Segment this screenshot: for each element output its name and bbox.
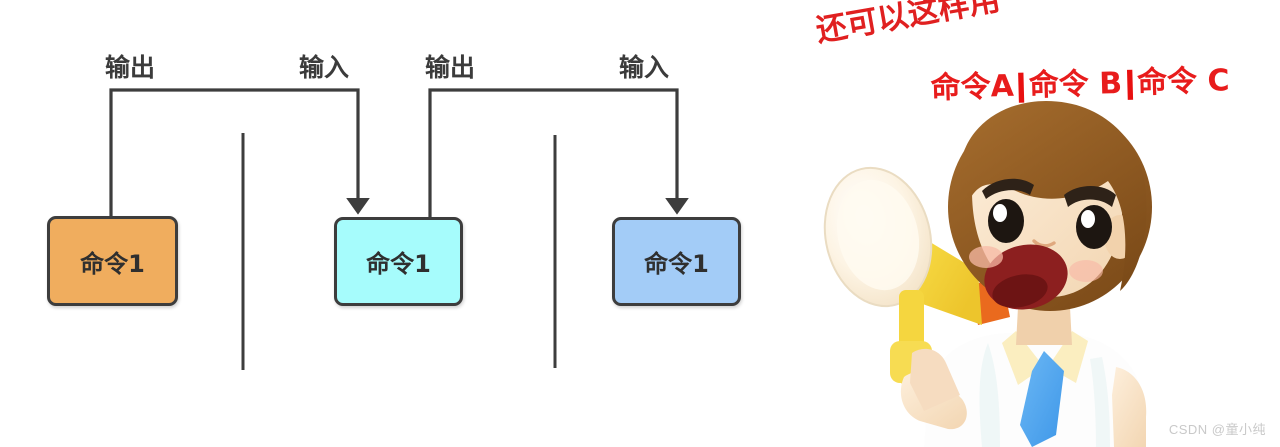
command-box-1-label: 命令1 bbox=[80, 249, 145, 278]
eye-right-highlight bbox=[1081, 210, 1095, 228]
neck bbox=[1016, 307, 1072, 345]
shirt-shading bbox=[979, 343, 1000, 447]
nose bbox=[1032, 239, 1056, 248]
eyebrow-right bbox=[1064, 186, 1116, 207]
hair-front bbox=[959, 101, 1147, 291]
tongue bbox=[992, 274, 1048, 308]
cheek-blush-left bbox=[969, 246, 1003, 268]
shirt-shading-right bbox=[1090, 357, 1110, 447]
mascot-illustration bbox=[823, 101, 1152, 447]
eye-left bbox=[988, 199, 1024, 243]
connector-path-2 bbox=[428, 88, 689, 217]
label-input-2: 输入 bbox=[619, 53, 670, 82]
command-box-1[interactable]: 命令1 bbox=[47, 216, 178, 306]
left-forearm bbox=[910, 348, 960, 411]
necktie bbox=[1020, 351, 1064, 447]
mascot-body bbox=[900, 307, 1147, 447]
label-output-2: 输出 bbox=[425, 53, 476, 82]
label-output-1: 输出 bbox=[105, 53, 156, 82]
command-box-2[interactable]: 命令1 bbox=[334, 217, 463, 306]
cheek-blush-right bbox=[1069, 260, 1103, 282]
megaphone-bell-inner bbox=[836, 179, 920, 291]
watermark: CSDN @童小纯 bbox=[1168, 422, 1266, 437]
connector-path-1 bbox=[109, 88, 370, 216]
eyebrow-left bbox=[982, 178, 1034, 199]
right-arm bbox=[1112, 367, 1147, 447]
mascot-head bbox=[948, 101, 1152, 311]
eye-right bbox=[1076, 205, 1112, 249]
command-box-3[interactable]: 命令1 bbox=[612, 217, 741, 306]
command-box-3-label: 命令1 bbox=[644, 250, 709, 278]
command-box-2-label: 命令1 bbox=[366, 250, 431, 278]
label-input-1: 输入 bbox=[299, 53, 350, 82]
megaphone-icon bbox=[823, 166, 1010, 385]
eye-left-highlight bbox=[993, 204, 1007, 222]
